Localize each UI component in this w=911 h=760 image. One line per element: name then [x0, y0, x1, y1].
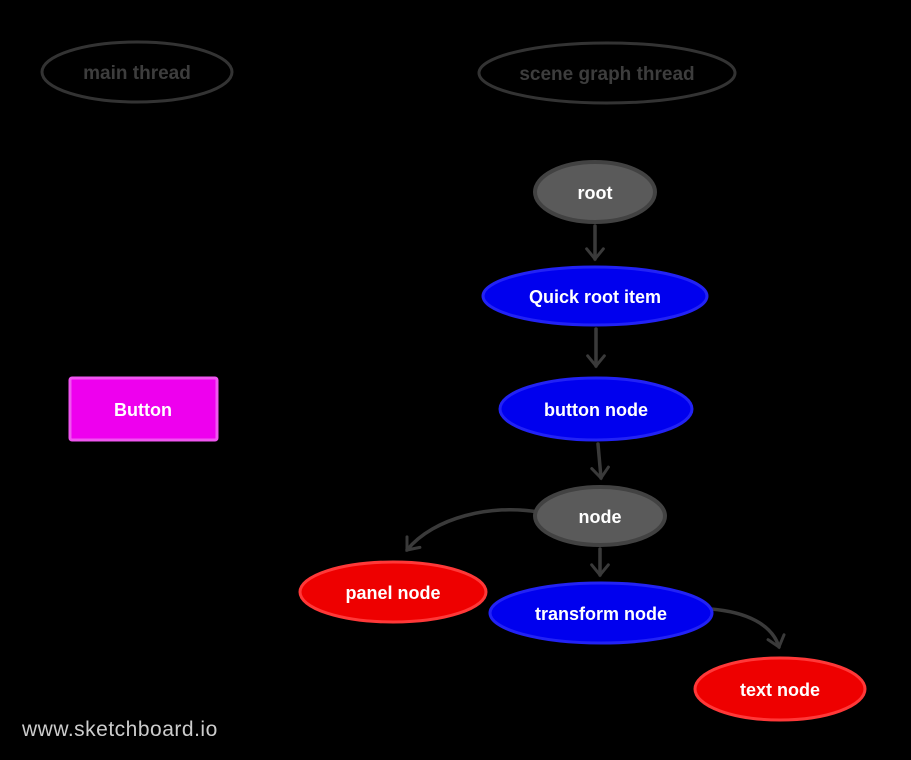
button-node-label: button node [544, 400, 648, 420]
node-node[interactable]: node [533, 485, 667, 547]
watermark: www.sketchboard.io [21, 718, 218, 741]
button-node-shape [498, 376, 694, 442]
root-node-label: root [578, 183, 613, 203]
scene-graph-thread-label: scene graph thread [519, 64, 694, 85]
edge-node-to-panel-node[interactable] [405, 508, 540, 552]
node-button-node[interactable]: button node [498, 376, 694, 442]
panel-node-shape [298, 560, 488, 624]
node-panel-node[interactable]: panel node [298, 560, 488, 624]
main-thread-label: main thread [83, 63, 191, 84]
main-thread-ellipse [40, 40, 234, 104]
node-shape [533, 485, 667, 547]
edge-button-node-to-node[interactable] [590, 442, 610, 481]
scene-graph-thread-ellipse [477, 41, 737, 105]
quick-root-item-label: Quick root item [529, 287, 661, 307]
button-label: Button [114, 400, 172, 420]
quick-root-item-shape [481, 265, 709, 327]
node-root[interactable]: root [533, 160, 657, 224]
button-rect [68, 376, 219, 442]
node-label: node [579, 507, 622, 527]
edges-layer [405, 224, 786, 650]
transform-node-label: transform node [535, 604, 667, 624]
group-scene-graph-thread[interactable]: scene graph thread [477, 41, 737, 105]
group-main-thread[interactable]: main thread [40, 40, 234, 104]
node-text-node[interactable]: text node [693, 656, 867, 722]
text-node-shape [693, 656, 867, 722]
transform-node-shape [488, 581, 714, 645]
node-transform-node[interactable]: transform node [488, 581, 714, 645]
edge-transform-node-to-text-node[interactable] [709, 607, 786, 650]
button-shape[interactable]: Button [68, 376, 219, 442]
node-quick-root-item[interactable]: Quick root item [481, 265, 709, 327]
root-node-shape [533, 160, 657, 224]
panel-node-label: panel node [345, 583, 440, 603]
text-node-label: text node [740, 680, 820, 700]
